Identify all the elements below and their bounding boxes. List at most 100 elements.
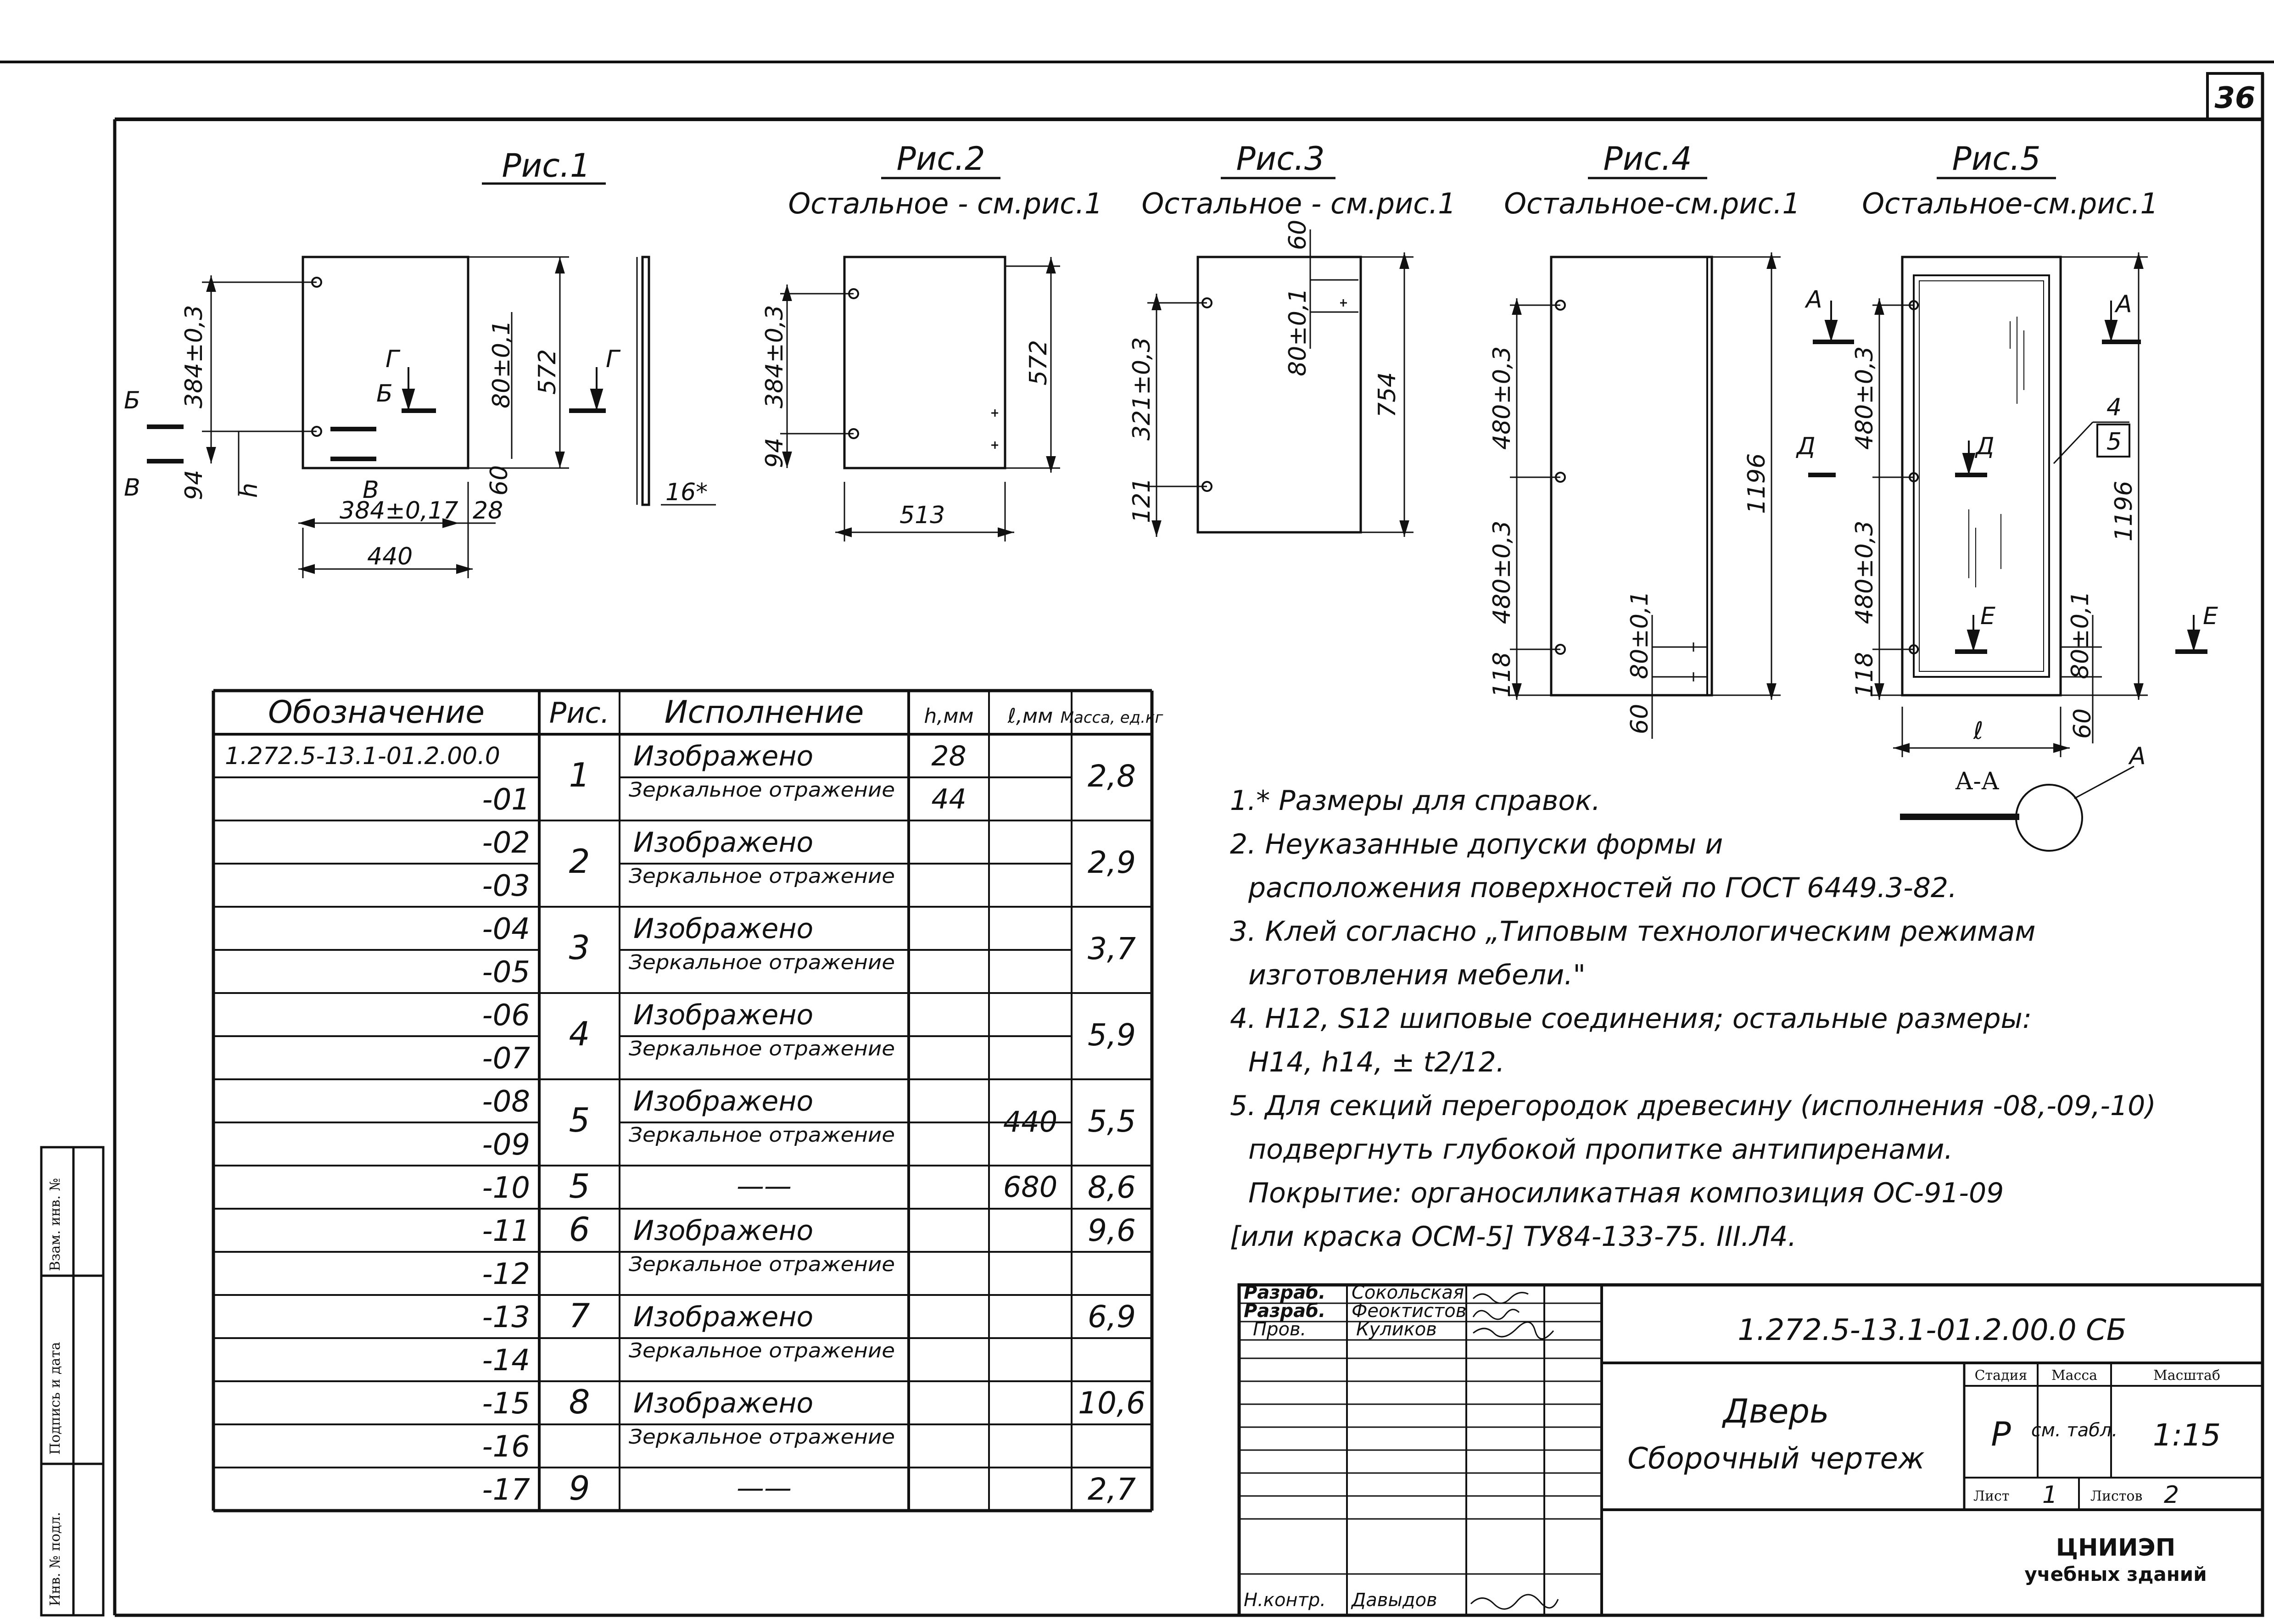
fig4-door-panel <box>1510 252 1781 739</box>
table-cell-code: -03 <box>482 869 530 903</box>
table-cell-exec: Зеркальное отражение <box>629 1425 895 1449</box>
sheet-no: 1 <box>2042 1481 2057 1509</box>
table-cell-mass: 5,9 <box>1088 1017 1136 1053</box>
document-designation: 1.272.5-13.1-01.2.00.0 СБ <box>1738 1313 2126 1347</box>
fig1-section-g-left: Г <box>386 346 401 373</box>
fig3-holes <box>1201 297 1212 492</box>
table-cell-code: -10 <box>482 1171 530 1205</box>
fig4-labels: 480±0,3 480±0,3 118 80±0,1 60 1196 <box>1488 346 1771 734</box>
fig4-dim-118: 118 <box>1488 652 1516 698</box>
fig1-section-v-mid: В <box>363 476 379 504</box>
mass-value: см. табл. <box>2031 1420 2118 1441</box>
fig1-door-panel <box>147 256 716 578</box>
table-cell-code: -15 <box>482 1387 530 1421</box>
table-cell-fig: 8 <box>569 1383 590 1421</box>
note-line: 3. Клей согласно „Типовым технологически… <box>1230 915 2035 948</box>
table-cell-exec: Изображено <box>633 999 813 1031</box>
table-cell-code: -14 <box>482 1344 530 1378</box>
table-cell-exec: Изображено <box>633 826 813 859</box>
table-cell-fig: 6 <box>569 1210 590 1249</box>
fig1-labels: 384±0,3 94 h 384±0,17 28 440 80±0,1 572 … <box>124 305 708 570</box>
table-cell-exec: Зеркальное отражение <box>629 865 895 888</box>
table-cell-fig: 2 <box>569 842 590 881</box>
table-cell-fig: 5 <box>569 1101 590 1139</box>
table-cell-exec: Зеркальное отражение <box>629 1339 895 1362</box>
table-cell-mass: 2,9 <box>1088 845 1136 880</box>
note-line: [или краска ОСМ-5] ТУ84-133-75. III.Л4. <box>1230 1221 1797 1253</box>
fig1-title: Рис.1 <box>502 147 591 184</box>
fig5-callout-5: 5 <box>2106 428 2122 456</box>
name-feoktistov: Феоктистов <box>1352 1300 1466 1322</box>
fig1-dim-384b: 384±0,17 <box>340 497 458 525</box>
stamp-signature-date: Подпись и дата <box>47 1342 63 1455</box>
table-header-5: Масса, ед.кг <box>1061 709 1164 727</box>
fig1-dim-h: h <box>235 483 263 498</box>
table-cell-l: 440 <box>1003 1105 1057 1138</box>
table-cell-mass: 3,7 <box>1088 931 1136 966</box>
table-cell-mass: 10,6 <box>1078 1385 1145 1421</box>
table-cell-exec: —— <box>737 1472 792 1504</box>
fig5-section-d-right: Д <box>1975 433 1995 460</box>
scale-value: 1:15 <box>2153 1418 2221 1453</box>
table-cell-exec: Изображено <box>633 1387 813 1419</box>
fig5-dim-80: 80±0,1 <box>2067 591 2094 679</box>
table-cell-code: -09 <box>482 1128 530 1162</box>
fig5-section-e-left: Е <box>1980 603 1995 630</box>
page-number: 36 <box>2214 81 2255 115</box>
fig2-dim-572: 572 <box>1025 340 1052 385</box>
spec-table <box>212 689 1154 1512</box>
fig5-view-a: А <box>2128 742 2146 770</box>
title-block-people: Разраб. Разраб. Пров. Н.контр. Сокольска… <box>1244 1282 1466 1611</box>
fig3-subtitle: Остальное - см.рис.1 <box>1141 187 1456 220</box>
table-cell-code: -07 <box>482 1042 530 1076</box>
fig4-dim-1196: 1196 <box>1743 453 1771 514</box>
role-developer-1: Разраб. <box>1244 1282 1325 1303</box>
fig4-subtitle: Остальное-см.рис.1 <box>1504 187 1800 220</box>
fig1-section-b-left: Б <box>124 387 140 414</box>
side-stamp <box>40 1146 105 1617</box>
fig5-dim-480a: 480±0,3 <box>1851 346 1878 450</box>
fig5-dim-60: 60 <box>2069 709 2096 739</box>
fig4-holes <box>1555 300 1566 655</box>
table-cell-mass: 2,8 <box>1088 759 1136 794</box>
table-cell-l: 680 <box>1003 1170 1057 1204</box>
table-header-0: Обозначение <box>268 694 485 731</box>
sheets-total: 2 <box>2164 1481 2179 1509</box>
fig2-title: Рис.2 <box>897 140 985 178</box>
table-cell-exec: Зеркальное отражение <box>629 1253 895 1276</box>
fig4-dim-480a: 480±0,3 <box>1488 346 1516 450</box>
note-line: 1.* Размеры для справок. <box>1230 785 1600 817</box>
table-cell-exec: Изображено <box>633 913 813 945</box>
stage-label: Стадия <box>1975 1367 2028 1384</box>
table-cell-fig: 3 <box>569 928 590 967</box>
fig3-door-panel <box>1147 229 1414 537</box>
note-line: изготовления мебели." <box>1248 959 1586 991</box>
table-cell-mass: 6,9 <box>1088 1299 1136 1334</box>
fig1-section-b-mid: Б <box>376 380 393 407</box>
table-cell-exec: —— <box>737 1170 792 1202</box>
organization-line1: ЦНИИЭП <box>2056 1534 2175 1562</box>
table-cell-fig: 1 <box>569 756 590 794</box>
table-cell-exec: Изображено <box>633 740 813 772</box>
fig1-dim-28: 28 <box>473 497 503 525</box>
fig1-holes <box>311 277 322 437</box>
mass-label: Масса <box>2051 1367 2097 1384</box>
fig5-dim-1196: 1196 <box>2110 481 2138 541</box>
table-cell-fig: 5 <box>569 1167 590 1205</box>
fig5-labels: А А Д Д Е Е 480±0,3 480±0,3 118 80±0,1 6… <box>1796 286 2218 795</box>
fig5-dim-480b: 480±0,3 <box>1851 520 1878 624</box>
fig5-dim-l: ℓ <box>1973 717 1983 745</box>
fig5-section-a-left: А <box>1805 286 1822 313</box>
table-cell-fig: 9 <box>569 1469 590 1507</box>
table-cell-h: 44 <box>931 783 966 815</box>
title-block-values: Р см. табл. 1:15 1 2 <box>1991 1415 2221 1509</box>
table-cell-code: -01 <box>482 783 530 817</box>
stage-value: Р <box>1991 1415 2011 1453</box>
note-line: Покрытие: органосиликатная композиция ОС… <box>1248 1177 2004 1209</box>
table-cell-code: -13 <box>482 1300 530 1334</box>
table-cell-mass: 5,5 <box>1088 1104 1136 1139</box>
table-header-1: Рис. <box>549 696 609 730</box>
name-davydov: Давыдов <box>1351 1590 1437 1611</box>
fig1-section-g-right: Г <box>606 346 621 373</box>
